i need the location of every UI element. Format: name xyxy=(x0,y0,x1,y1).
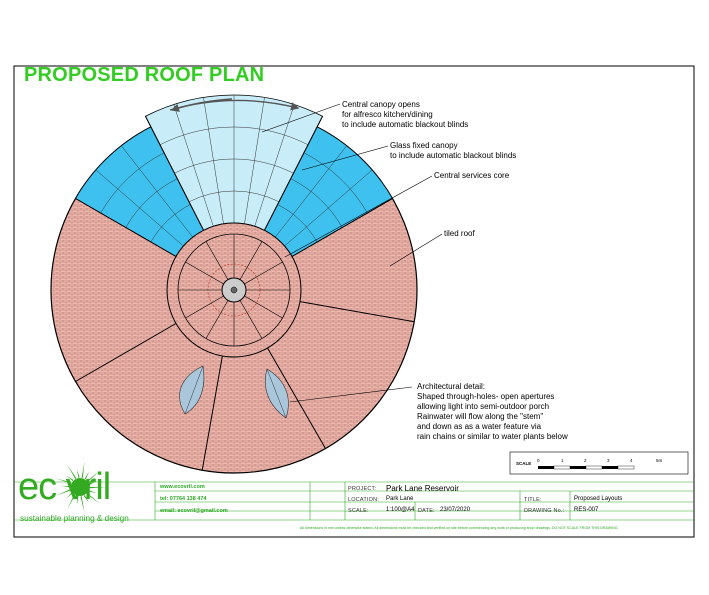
sun-ray xyxy=(66,475,74,482)
company-phone: tel: 07764 138 474 xyxy=(160,496,207,502)
canopy-grid-rib xyxy=(95,169,184,247)
core-rib xyxy=(239,241,263,280)
sun-ray xyxy=(55,489,72,496)
title-value: Proposed Layouts xyxy=(574,496,623,502)
note-line: to include automatic blackout blinds xyxy=(342,120,469,129)
sun-ray xyxy=(62,485,71,487)
canopy-grid-arc xyxy=(150,204,191,243)
note-line: Central services core xyxy=(434,171,510,180)
sheet-frame xyxy=(13,65,695,538)
project-label: PROJECT: xyxy=(348,486,377,492)
scale-field-label: SCALE: xyxy=(348,508,369,514)
note-glass-canopy: Glass fixed canopy to include automatic … xyxy=(390,141,516,161)
disclaimer-footer: All dimensions in mm unless otherwise st… xyxy=(300,526,619,530)
scale-tick: 1 xyxy=(561,458,564,463)
core-rib xyxy=(205,300,229,339)
core-rib xyxy=(185,295,224,319)
sun-ray xyxy=(88,480,97,485)
core-rib xyxy=(244,261,283,285)
note-line: Shaped through-holes- open apertures xyxy=(417,392,555,401)
note-line: rain chains or similar to water plants b… xyxy=(417,432,568,441)
radial-divider xyxy=(75,198,177,257)
location-value: Park Lane xyxy=(386,496,414,502)
date-value: 23/07/2020 xyxy=(440,507,471,513)
sun-ray xyxy=(66,492,74,499)
canopy-grid-arc xyxy=(277,204,318,243)
radial-divider xyxy=(291,198,393,257)
scale-tick: 3 xyxy=(607,458,610,463)
sun-ray xyxy=(83,494,89,503)
radial-divider xyxy=(145,116,205,231)
scale-bar-label: SCALE xyxy=(516,461,532,466)
sun-ray xyxy=(86,470,100,482)
sun-ray xyxy=(76,495,79,505)
note-canopy-opens: Central canopy opens for alfresco kitche… xyxy=(342,100,468,130)
core-rib xyxy=(185,261,224,285)
sun-core xyxy=(71,478,89,496)
sun-ray xyxy=(67,464,77,480)
title-block-grid xyxy=(14,481,694,521)
note-line: and down as as a water feature via xyxy=(417,422,542,431)
canopy-grid-arc xyxy=(303,152,368,214)
note-line: Rainwater will flow along the "stem" xyxy=(417,412,544,421)
canopy-grid-rib xyxy=(203,97,224,224)
note-tiled-roof: tiled roof xyxy=(444,229,475,239)
title-label: TITLE: xyxy=(524,497,542,503)
scale-tick: 4 xyxy=(630,458,633,463)
note-architectural-detail: Architectural detail: Shaped through-hol… xyxy=(417,382,568,442)
note-line: Central canopy opens xyxy=(342,100,420,109)
radial-divider xyxy=(299,301,415,323)
sun-ray xyxy=(86,492,100,504)
date-label: DATE: xyxy=(418,508,435,514)
note-line: to include automatic blackout blinds xyxy=(390,151,517,160)
scale-tick: 0 xyxy=(537,458,540,463)
canopy-grid-arc xyxy=(125,178,178,228)
sun-ray xyxy=(76,469,80,479)
scale-tick: 5m xyxy=(656,458,663,463)
note-line: Architectural detail: xyxy=(417,382,486,391)
drawing-no-label: DRAWING No.: xyxy=(524,508,565,514)
project-value: Park Lane Reservoir xyxy=(386,484,459,493)
core-rib xyxy=(205,241,229,280)
scale-tick: 2 xyxy=(584,458,587,463)
core-rib xyxy=(244,295,283,319)
leader-lines xyxy=(261,103,443,403)
canopy-grid-rib xyxy=(244,97,265,224)
location-label: LOCATION: xyxy=(348,497,380,503)
radial-divider xyxy=(263,116,323,231)
radial-divider xyxy=(75,323,177,382)
leaf-aperture-right-stem xyxy=(266,368,287,419)
note-line: tiled roof xyxy=(444,229,475,238)
core-rib xyxy=(239,300,263,339)
circular-roof xyxy=(50,94,418,474)
scale-value: 1:100@A4 xyxy=(386,507,415,513)
note-services-core: Central services core xyxy=(434,171,509,181)
note-line: for alfresco kitchen/dining xyxy=(342,110,433,119)
company-tagline: sustainable planning & design xyxy=(20,514,129,523)
company-website: www.ecovril.com xyxy=(160,484,205,490)
sun-ray xyxy=(89,487,106,489)
radial-divider xyxy=(201,355,223,471)
scale-bar xyxy=(509,451,689,475)
canopy-grid-rib xyxy=(173,104,214,227)
canopy-grid-rib xyxy=(284,169,373,247)
canopy-grid-arc xyxy=(100,152,165,214)
canopy-grid-arc xyxy=(290,178,343,228)
sun-ray xyxy=(55,478,72,484)
company-email: email: ecovril@gmail.com xyxy=(160,508,228,514)
canopy-grid-rib xyxy=(254,104,295,227)
leaf-aperture-left-stem xyxy=(184,365,204,415)
company-logo-text: ec vril xyxy=(18,466,111,508)
note-line: allowing light into semi-outdoor porch xyxy=(417,402,550,411)
sun-ray xyxy=(80,495,85,513)
note-line: Glass fixed canopy xyxy=(390,141,458,150)
canopy-grid-rib xyxy=(121,145,193,238)
central-column-hub xyxy=(230,286,238,294)
radial-divider xyxy=(267,347,326,449)
drawing-no-value: RES-007 xyxy=(574,507,599,513)
drawing-title: PROPOSED ROOF PLAN xyxy=(24,64,265,86)
canopy-rotation-arrow-back xyxy=(170,98,233,112)
